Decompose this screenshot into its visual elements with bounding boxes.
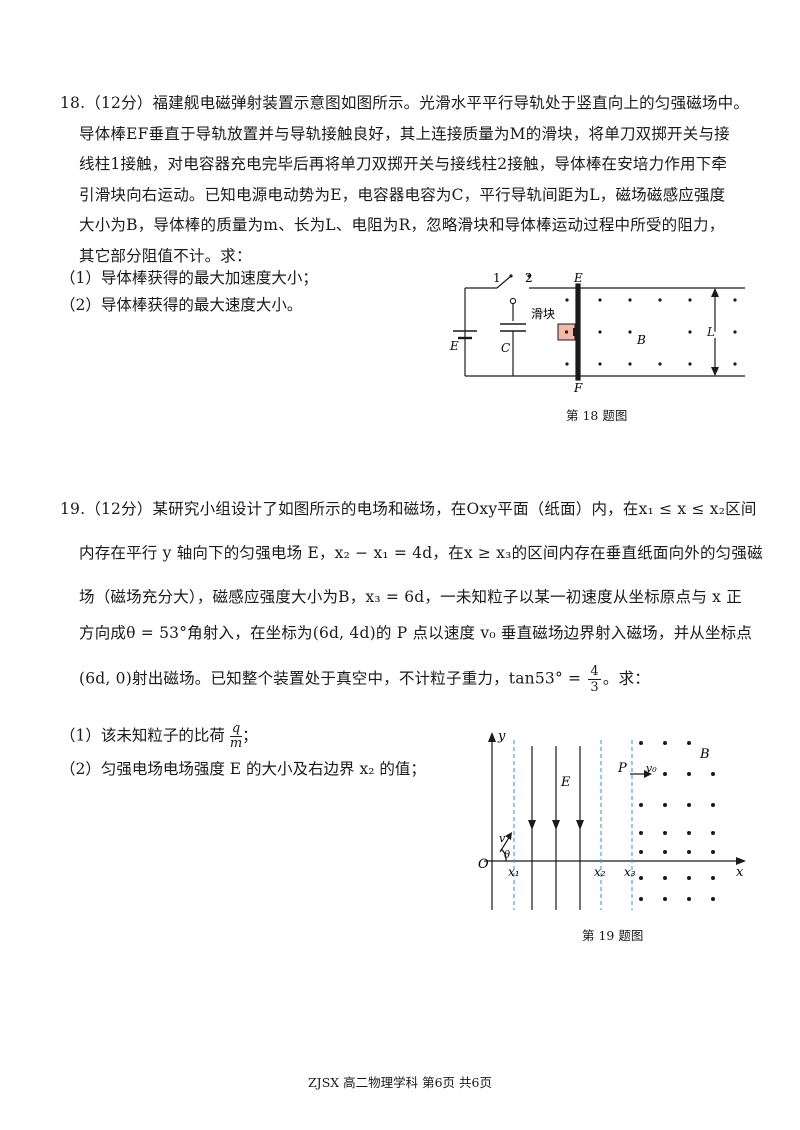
q18-label-rod-top: E	[573, 271, 583, 285]
q18-label-battery: E	[449, 339, 459, 353]
q19-line-5: (6d, 0)射出磁场。已知整个装置处于真空中，不计粒子重力，tan53° =	[79, 669, 582, 688]
q19-fraction-q: q	[229, 721, 243, 737]
q18-caption: 第 18 题图	[566, 408, 628, 423]
q19-label-v0: v₀	[646, 762, 657, 775]
q18-line-4: 引滑块向右运动。已知电源电动势为E，电容器电容为C，平行导轨间距为L，磁场磁感应…	[79, 185, 726, 204]
q19-line-5-wrap: (6d, 0)射出磁场。已知整个装置处于真空中，不计粒子重力，tan53° = …	[60, 664, 769, 695]
q19-label-y-axis: y	[497, 729, 506, 744]
q19-line-4-wrap: 方向成θ = 53°角射入，在坐标为(6d, 4d)的 P 点以速度 v₀ 垂直…	[60, 620, 769, 646]
q18-line-2: 导体棒EF垂直于导轨放置并与导轨接触良好，其上连接质量为M的滑块，将单刀双掷开关…	[79, 124, 730, 143]
q18-label-length: L	[706, 325, 715, 339]
q18-label-rod-bottom: F	[573, 381, 583, 393]
q18-line-5: 大小为B，导体棒的质量为m、长为L、电阻为R，忽略滑块和导体棒运动过程中所受的阻…	[79, 216, 725, 234]
q19-label-electric-field: E	[560, 775, 571, 790]
q19-sub1-text: （1）该未知粒子的比荷	[60, 726, 225, 745]
q19-subquestion-1: （1）该未知粒子的比荷 q m ；	[60, 722, 258, 751]
q19-tan-fraction: 4 3	[588, 664, 601, 695]
q19-label-origin: O	[478, 857, 489, 872]
q19-figure: y x O E P v₀ B v θ x₁ x₂ x₃	[478, 729, 746, 910]
q18-line-1: 18.（12分）福建舰电磁弹射装置示意图如图所示。光滑水平平行导轨处于竖直向上的…	[60, 94, 750, 112]
q19-sub1-end: ；	[242, 726, 258, 745]
q18-label-field: B	[636, 333, 646, 347]
q19-label-x3: x₃	[624, 865, 636, 879]
q19-line-4: 方向成θ = 53°角射入，在坐标为(6d, 4d)的 P 点以速度 v₀ 垂直…	[79, 624, 753, 642]
q19-label-x-axis: x	[736, 865, 744, 880]
q19-label-x2: x₂	[594, 865, 606, 879]
q19-caption: 第 19 题图	[582, 928, 644, 943]
q18-subquestion-1: （1）导体棒获得的最大加速度大小；	[60, 269, 318, 287]
q19-line-2: 内存在平行 y 轴向下的匀强电场 E，x₂ − x₁ = 4d，在x ≥ x₃的…	[79, 544, 763, 562]
q19-line-5-end: 。求：	[602, 669, 650, 688]
q18-label-slider: 滑块	[531, 307, 555, 321]
q19-label-magnetic-field: B	[699, 747, 710, 762]
q19-charge-mass-fraction: q m	[229, 721, 243, 751]
q19-tan-numerator: 4	[588, 664, 601, 680]
q19-subquestion-2: （2）匀强电场电场强度 E 的大小及右边界 x₂ 的值；	[60, 760, 426, 778]
question-18-text: 18.（12分）福建舰电磁弹射装置示意图如图所示。光滑水平平行导轨处于竖直向上的…	[60, 88, 750, 271]
q18-label-terminal-2: 2	[525, 271, 533, 285]
q18-label-terminal-1: 1	[493, 271, 501, 285]
q19-label-velocity: v	[499, 832, 506, 845]
q18-subquestion-2: （2）导体棒获得的最大速度大小。	[60, 296, 303, 314]
page-footer: ZJSX 高二物理学科 第6页 共6页	[308, 1075, 492, 1090]
q19-line-3-wrap: 场（磁场充分大），磁感应强度大小为B，x₃ = 6d，一未知粒子以某一初速度从坐…	[60, 584, 769, 610]
q19-line-3: 场（磁场充分大），磁感应强度大小为B，x₃ = 6d，一未知粒子以某一初速度从坐…	[79, 588, 742, 606]
q19-label-point-p: P	[617, 761, 627, 776]
q18-line-3: 线柱1接触，对电容器充电完毕后再将单刀双掷开关与接线柱2接触，导体棒在安培力作用…	[79, 155, 728, 173]
question-19-text: 19.（12分）某研究小组设计了如图所示的电场和磁场，在Oxy平面（纸面）内，在…	[60, 496, 757, 522]
q19-line-2-wrap: 内存在平行 y 轴向下的匀强电场 E，x₂ − x₁ = 4d，在x ≥ x₃的…	[60, 540, 769, 566]
q18-figure: 1 2 E F 滑块 E C B L	[449, 271, 745, 393]
q19-label-x1: x₁	[508, 865, 520, 879]
q18-line-6: 其它部分阻值不计。求：	[79, 246, 252, 265]
q19-fraction-m: m	[229, 736, 243, 751]
q19-line-1: 19.（12分）某研究小组设计了如图所示的电场和磁场，在Oxy平面（纸面）内，在…	[60, 500, 757, 518]
q19-label-theta: θ	[504, 850, 510, 861]
q19-tan-denominator: 3	[590, 680, 599, 695]
q18-label-capacitor: C	[501, 341, 510, 355]
